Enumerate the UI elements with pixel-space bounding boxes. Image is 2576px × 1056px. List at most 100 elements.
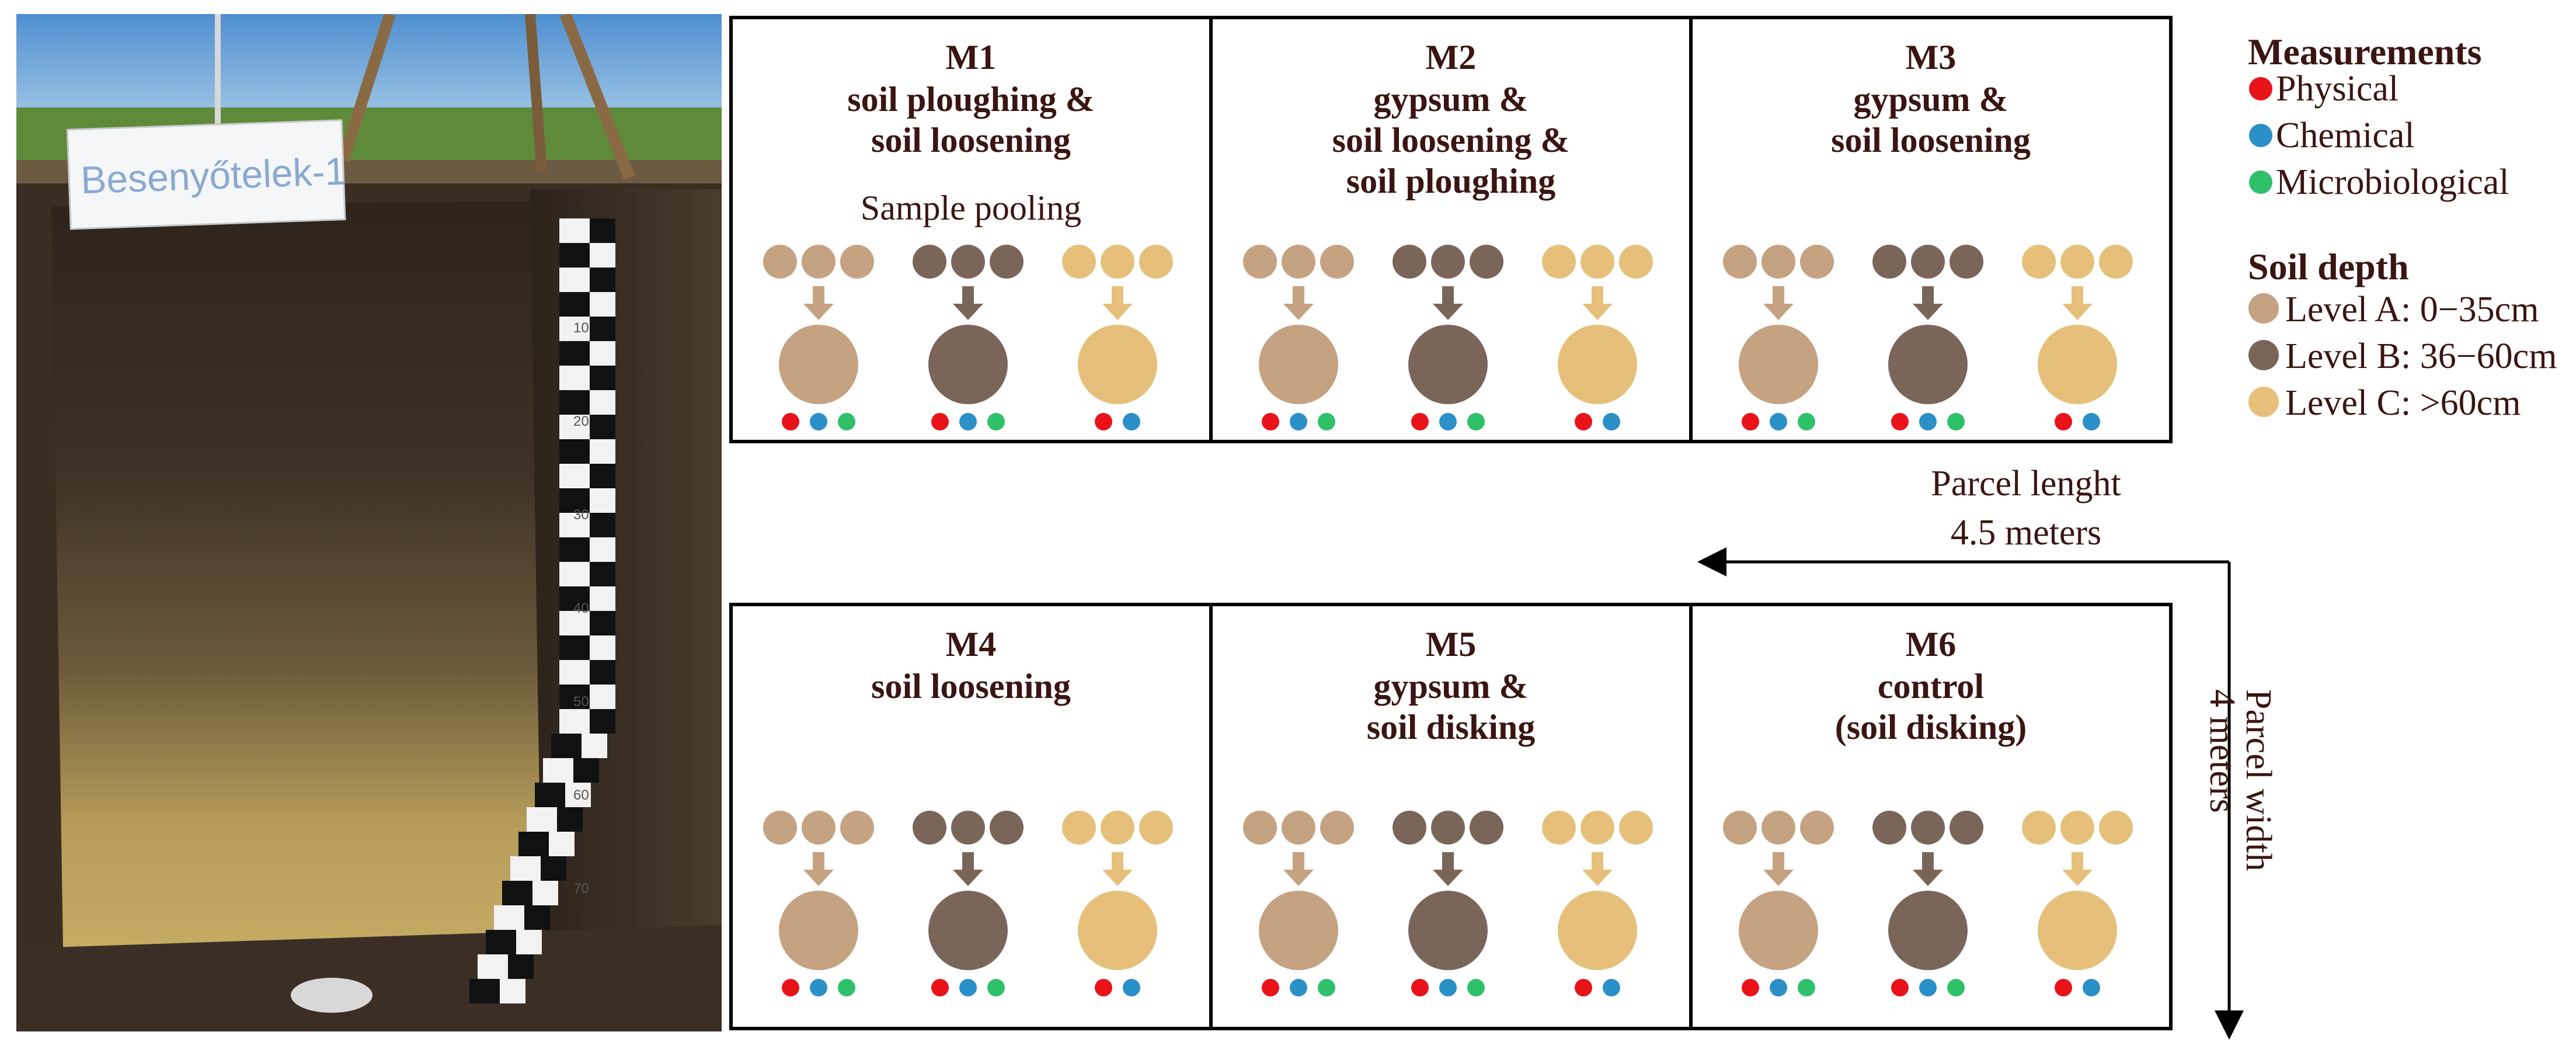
pool-arrow-shaft bbox=[2072, 852, 2083, 870]
pool-arrow-head bbox=[1582, 304, 1613, 320]
measurement-dot-microbiological bbox=[1947, 979, 1965, 996]
subsample-dot bbox=[1911, 811, 1945, 845]
pool-group-level-a bbox=[763, 245, 874, 430]
pooled-sample-circle bbox=[928, 325, 1008, 404]
panel-m5-id: M5 bbox=[1426, 625, 1477, 664]
measurement-dot-microbiological bbox=[838, 413, 855, 430]
subsample-dot bbox=[990, 811, 1024, 845]
legend-swatch-level-b bbox=[2248, 340, 2279, 370]
subsample-dot bbox=[1542, 811, 1576, 845]
pooled-sample-circle bbox=[1259, 325, 1338, 404]
pool-arrow-shaft bbox=[1442, 286, 1454, 304]
legend-label-level-a: Level A: 0−35cm bbox=[2285, 290, 2539, 329]
measurement-dot-chemical bbox=[1290, 979, 1307, 996]
panel-m3-treatment-line-1: gypsum & bbox=[1853, 80, 2008, 119]
measurement-dot-chemical bbox=[810, 979, 827, 996]
measurement-dot-microbiological bbox=[987, 413, 1005, 430]
panel-m2-treatment-line-2: soil loosening & bbox=[1332, 121, 1570, 159]
subsample-dot bbox=[1762, 245, 1795, 279]
measurement-dot-chemical bbox=[959, 979, 977, 996]
parcel-length-label-2: 4.5 meters bbox=[1951, 513, 2101, 553]
sample-pooling-label: Sample pooling bbox=[861, 189, 1081, 227]
subsample-dot bbox=[1062, 245, 1096, 279]
measurement-dot-physical bbox=[1411, 979, 1429, 996]
measurement-dot-microbiological bbox=[987, 979, 1005, 996]
legend-swatch-chemical bbox=[2249, 124, 2272, 147]
pool-group-level-c bbox=[1542, 245, 1653, 430]
panel-m1-treatment-line-1: soil ploughing & bbox=[847, 80, 1095, 119]
pooled-sample-circle bbox=[1078, 891, 1157, 970]
pool-group-level-b bbox=[1393, 811, 1503, 996]
panel-m5-treatment-line-2: soil disking bbox=[1367, 708, 1536, 746]
panel-m4-id: M4 bbox=[946, 625, 997, 664]
legend-swatch-physical bbox=[2249, 77, 2272, 100]
subsample-dot bbox=[1243, 245, 1277, 279]
subsample-dot bbox=[1800, 811, 1834, 845]
pool-arrow-shaft bbox=[1922, 852, 1934, 870]
subsample-dot bbox=[951, 245, 985, 279]
legend-measurements-title: Measurements bbox=[2248, 31, 2482, 72]
measurement-dot-microbiological bbox=[1798, 413, 1815, 430]
measurement-dot-chemical bbox=[1770, 979, 1787, 996]
subsample-dot bbox=[2022, 811, 2056, 845]
measurement-dot-microbiological bbox=[1467, 413, 1485, 430]
pool-group-level-b bbox=[1872, 811, 1983, 996]
parcel-width-label-1: Parcel width bbox=[2239, 689, 2278, 871]
pool-arrow-head bbox=[1283, 870, 1314, 886]
measurement-dot-chemical bbox=[1603, 413, 1620, 430]
tape-mark-50: 50 bbox=[573, 694, 589, 710]
subsample-dot bbox=[990, 245, 1024, 279]
measurement-dot-physical bbox=[1262, 413, 1279, 430]
subsample-dot bbox=[840, 245, 874, 279]
measurement-dot-physical bbox=[1742, 413, 1759, 430]
measurement-dot-microbiological bbox=[1467, 979, 1485, 996]
subsample-dot bbox=[1282, 245, 1315, 279]
legend-label-level-c: Level C: >60cm bbox=[2285, 383, 2521, 423]
pool-group-level-a bbox=[1723, 811, 1834, 996]
pool-arrow-head bbox=[2062, 304, 2093, 320]
panel-m1-id: M1 bbox=[946, 38, 997, 77]
subsample-dot bbox=[913, 245, 946, 279]
subsample-dot bbox=[763, 245, 797, 279]
measurement-dot-chemical bbox=[1439, 979, 1457, 996]
subsample-dot bbox=[1619, 245, 1653, 279]
subsample-dot bbox=[2022, 245, 2056, 279]
pool-arrow-shaft bbox=[1293, 852, 1304, 870]
pool-group-level-b bbox=[1393, 245, 1503, 430]
subsample-dot bbox=[1581, 245, 1614, 279]
legend: Measurements PhysicalChemicalMicrobiolog… bbox=[2248, 31, 2557, 423]
pooled-sample-circle bbox=[1558, 891, 1637, 970]
subsample-dot bbox=[840, 811, 874, 845]
pool-arrow-head bbox=[1102, 870, 1133, 886]
legend-label-microbiological: Microbiological bbox=[2276, 162, 2509, 202]
measurement-dot-physical bbox=[1411, 413, 1429, 430]
subsample-dot bbox=[2099, 245, 2133, 279]
pooled-sample-circle bbox=[1408, 891, 1488, 970]
panel-m3-id: M3 bbox=[1906, 38, 1957, 77]
pool-arrow-shaft bbox=[962, 852, 974, 870]
measurement-dot-chemical bbox=[1770, 413, 1787, 430]
pooled-sample-circle bbox=[1739, 891, 1818, 970]
subsample-dot bbox=[1470, 811, 1503, 845]
pooled-sample-circle bbox=[1408, 325, 1488, 404]
pooled-sample-circle bbox=[1739, 325, 1818, 404]
pool-arrow-head bbox=[1102, 304, 1133, 320]
measurement-dot-chemical bbox=[1919, 979, 1937, 996]
legend-label-physical: Physical bbox=[2276, 69, 2399, 109]
measurement-dot-chemical bbox=[810, 413, 827, 430]
pool-group-level-a bbox=[1243, 811, 1354, 996]
subsample-dot bbox=[1581, 811, 1614, 845]
pool-arrow-shaft bbox=[2072, 286, 2083, 304]
panel-m3-treatment-line-2: soil loosening bbox=[1831, 121, 2031, 159]
measurement-dot-microbiological bbox=[1798, 979, 1815, 996]
pooled-sample-circle bbox=[2038, 325, 2117, 404]
panel-m6-treatment-line-2: (soil disking) bbox=[1835, 708, 2027, 746]
pool-group-level-c bbox=[2022, 245, 2133, 430]
subsample-dot bbox=[1393, 245, 1426, 279]
measurement-dot-physical bbox=[2055, 979, 2072, 996]
